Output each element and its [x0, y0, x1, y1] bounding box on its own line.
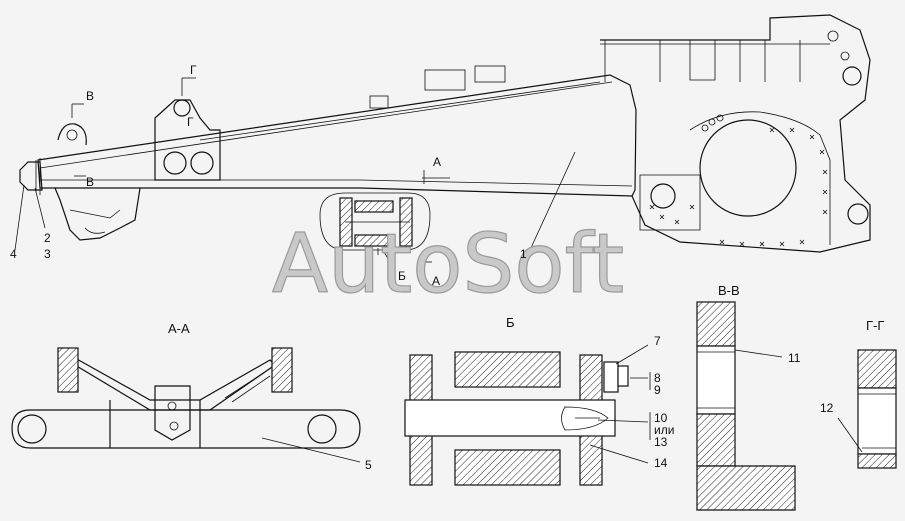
callout-1: 1	[520, 247, 527, 261]
cut-mark-v-lower: В	[86, 175, 94, 189]
main-frame-view	[14, 14, 871, 276]
section-vv-view	[696, 301, 796, 511]
callout-2: 2	[44, 231, 51, 245]
cut-mark-v-top: В	[86, 89, 94, 103]
callout-5: 5	[365, 458, 372, 472]
callout-9: 9	[654, 383, 661, 397]
callout-13: 13	[654, 435, 668, 449]
cut-mark-g-lower: Г	[187, 115, 194, 129]
section-title-gg: Г-Г	[866, 318, 884, 333]
section-aa-view	[11, 347, 361, 463]
callout-3: 3	[44, 247, 51, 261]
callout-10: 10	[654, 411, 668, 425]
callout-ili: или	[654, 423, 674, 437]
cut-mark-a-lower: А	[432, 274, 440, 288]
callout-8: 8	[654, 371, 661, 385]
section-title-b: Б	[506, 315, 515, 330]
callout-11: 11	[788, 351, 801, 365]
section-title-aa: А-А	[168, 321, 190, 336]
callout-12: 12	[820, 401, 834, 415]
section-title-vv: В-В	[718, 283, 740, 298]
watermark-text: AutoSoft	[272, 217, 624, 312]
cut-mark-b: Б	[398, 269, 406, 283]
callout-7: 7	[654, 334, 661, 348]
detail-b-view	[404, 344, 651, 486]
callout-14: 14	[654, 456, 668, 470]
callout-4: 4	[10, 247, 17, 261]
section-gg-view	[837, 349, 897, 469]
cut-mark-a-top: А	[433, 155, 441, 169]
cut-mark-g-top: Г	[190, 63, 197, 77]
